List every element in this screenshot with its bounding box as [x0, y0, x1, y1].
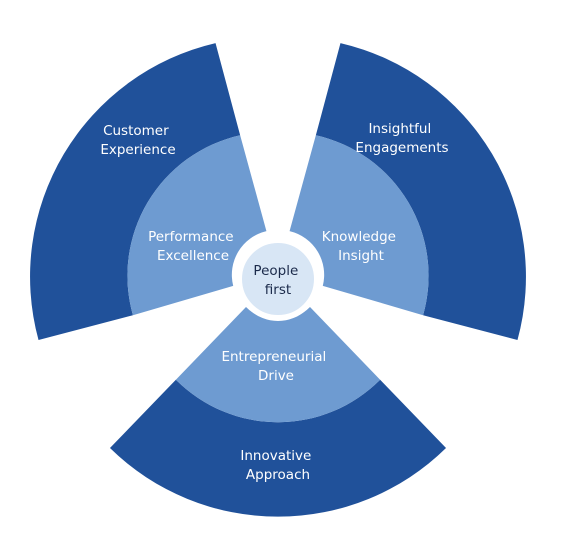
inner-label-line-2: Insight: [338, 248, 384, 264]
inner-label-line-1: Knowledge: [322, 229, 396, 245]
segment-customer-experience: Customer Experience Performance Excellen…: [30, 43, 267, 340]
outer-ring-segment: [109, 379, 447, 517]
inner-label-line-1: Performance: [148, 229, 234, 245]
inner-ring-segment: [175, 307, 381, 423]
outer-label-line-2: Experience: [100, 142, 175, 158]
center-label-line-1: People: [253, 263, 298, 279]
svg-text:Insightful Engagements: Insightful Engagements: [355, 121, 448, 156]
center-label-line-2: first: [265, 282, 291, 298]
inner-ring-segment: [289, 135, 429, 316]
outer-ring-segment: [30, 43, 241, 340]
svg-text:Entrepreneurial Drive: Entrepreneurial Drive: [221, 349, 330, 384]
center-hub: People first: [236, 237, 320, 321]
svg-text:Customer Experience: Customer Experience: [100, 123, 175, 158]
inner-label-line-1: Entrepreneurial: [221, 349, 326, 365]
outer-label-line-1: Insightful: [368, 121, 431, 137]
svg-text:Performance Excellence: Performance Excellence: [148, 229, 238, 264]
outer-label-line-1: Customer: [103, 123, 169, 139]
inner-ring-segment: [127, 135, 267, 316]
outer-label-line-2: Engagements: [355, 140, 448, 156]
segment-innovative-approach: Entrepreneurial Drive Innovative Approac…: [109, 307, 447, 517]
outer-ring-segment: [315, 43, 526, 340]
inner-label-line-2: Excellence: [157, 248, 229, 264]
svg-text:Innovative Approach: Innovative Approach: [240, 448, 315, 483]
outer-label-line-2: Approach: [246, 467, 310, 483]
svg-text:People first: People first: [253, 263, 302, 298]
svg-text:Knowledge Insight: Knowledge Insight: [322, 229, 401, 264]
center-circle: [236, 237, 320, 321]
segment-insightful-engagements: Insightful Engagements Knowledge Insight: [289, 43, 526, 340]
outer-label-line-1: Innovative: [240, 448, 311, 464]
inner-label-line-2: Drive: [258, 368, 294, 384]
